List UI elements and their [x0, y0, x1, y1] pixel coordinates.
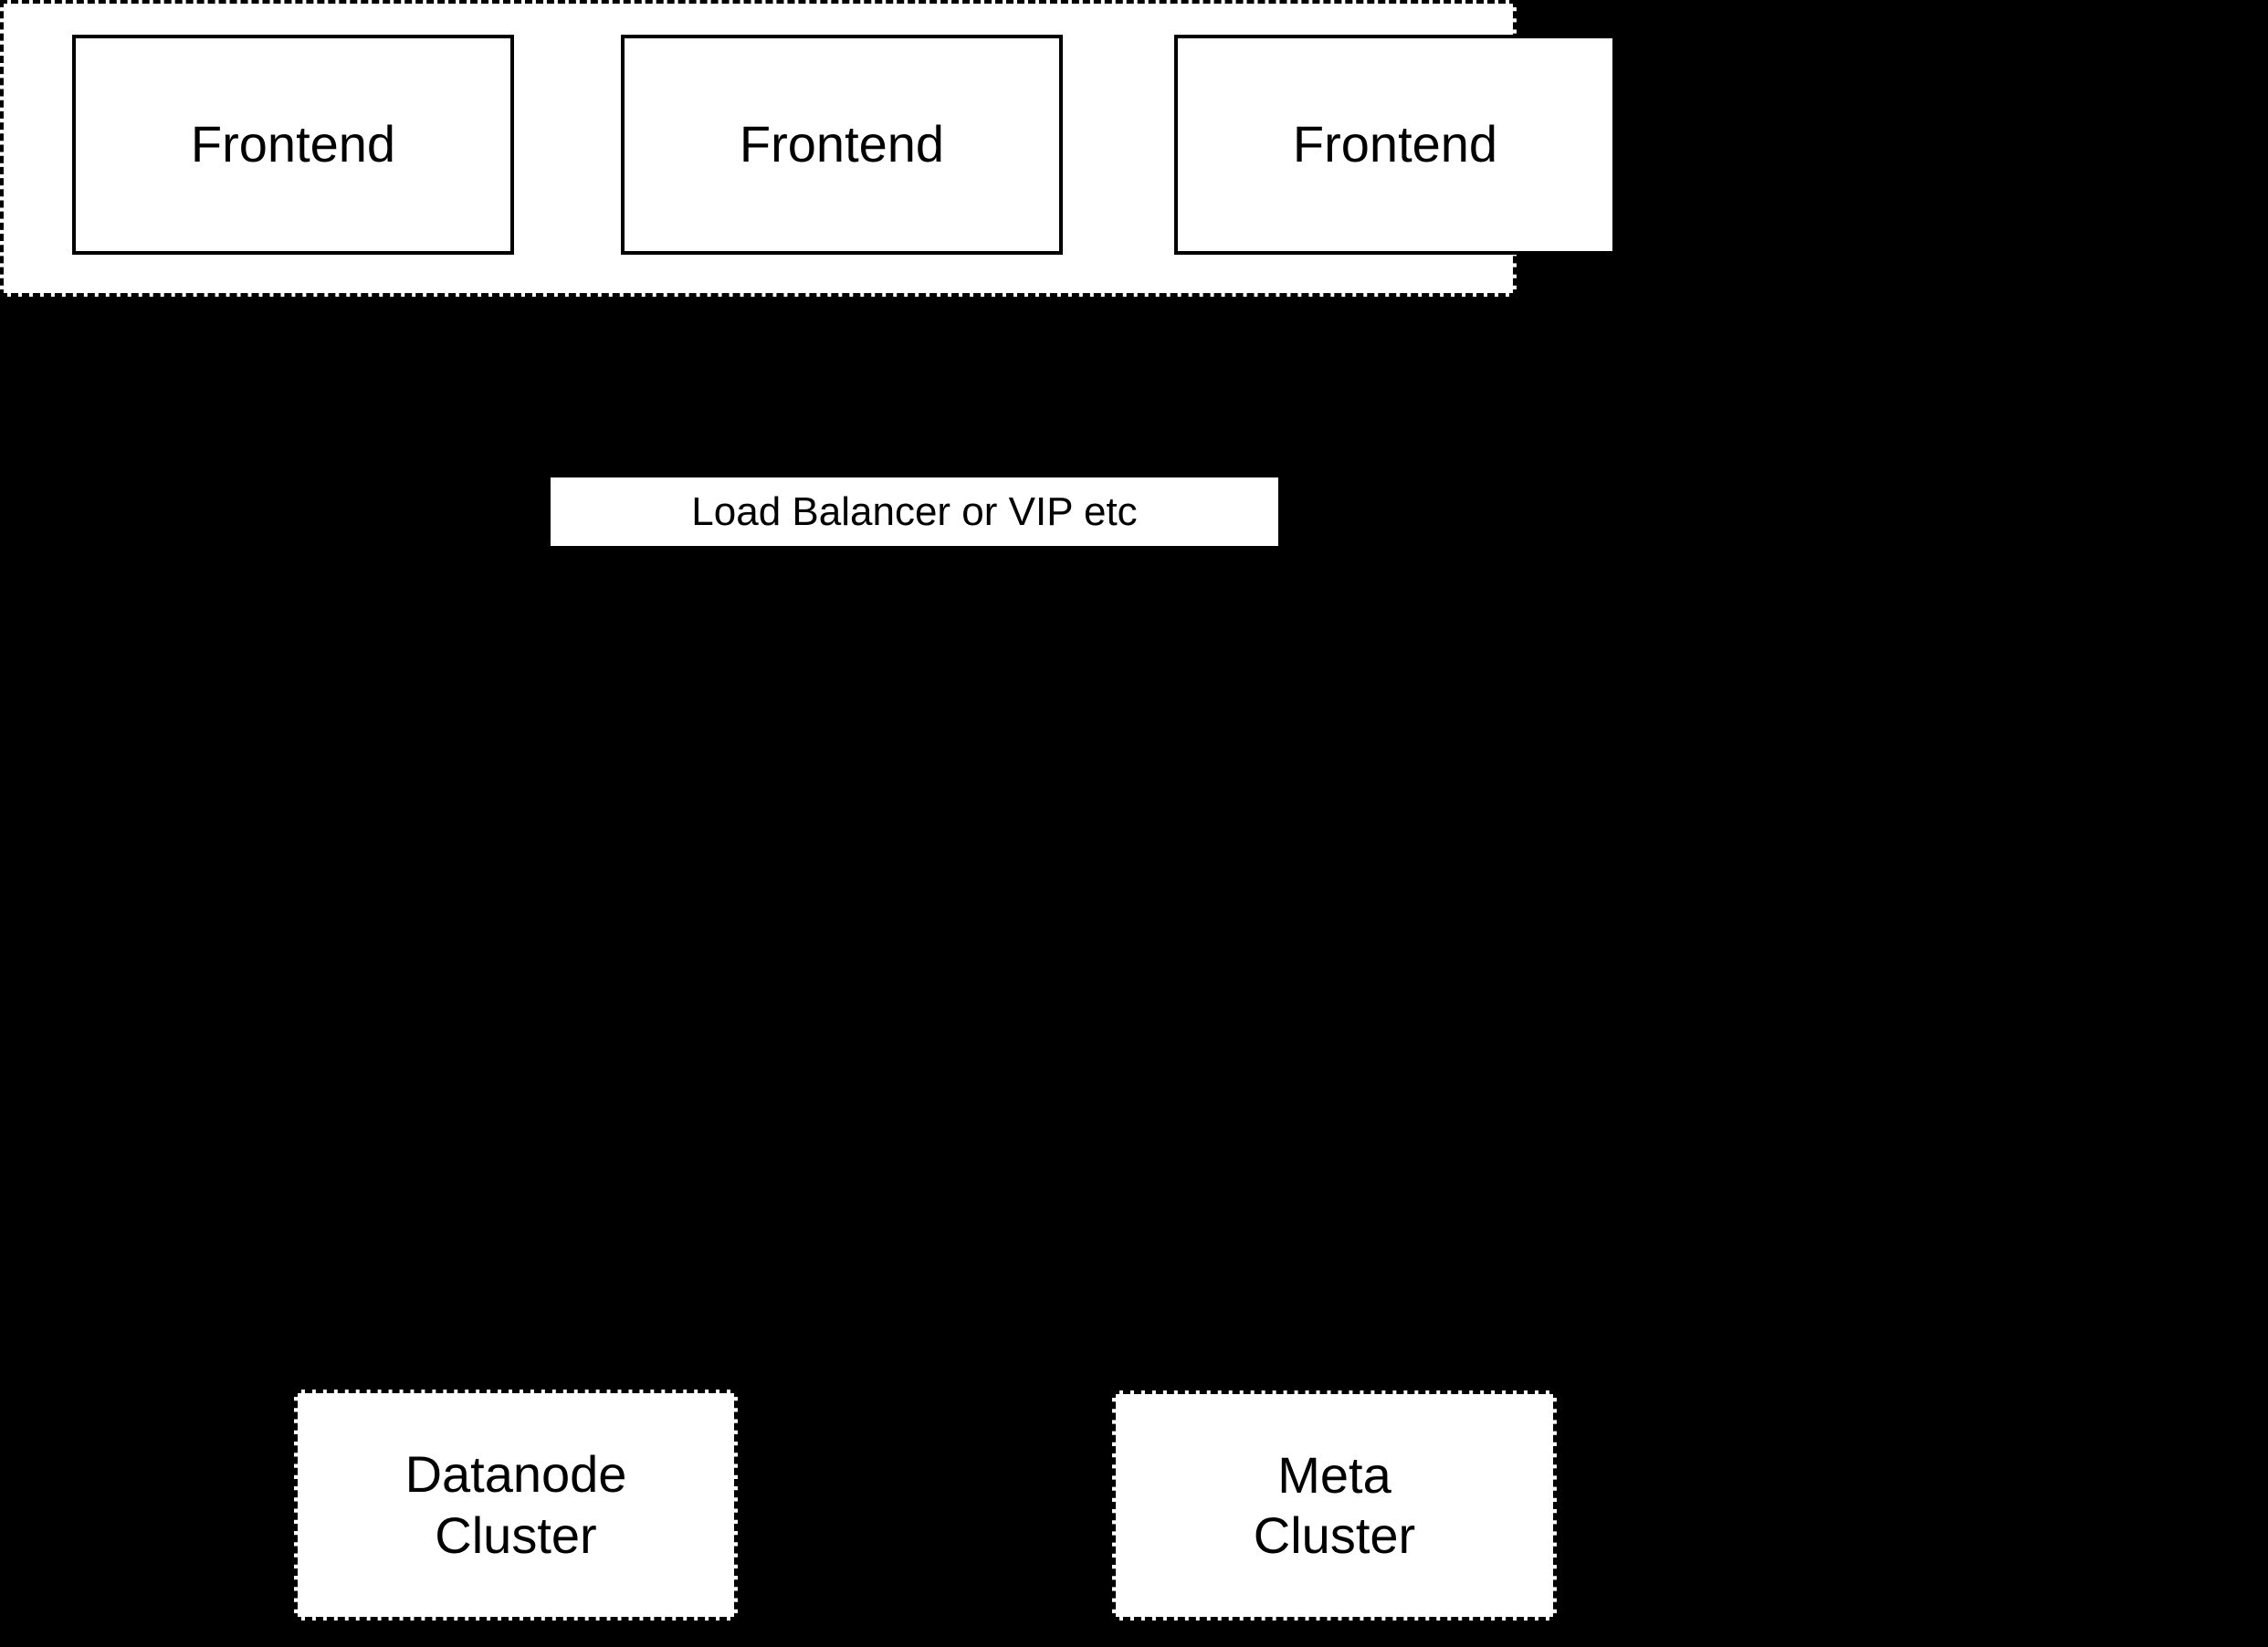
node-load-balancer[interactable]: Load Balancer or VIP etc: [551, 477, 1278, 546]
group-frontend-cluster[interactable]: Frontend Frontend Frontend: [0, 0, 1616, 297]
node-frontend-1-label: Frontend: [190, 115, 396, 173]
node-frontend-3-label: Frontend: [1292, 115, 1498, 173]
node-frontend-3[interactable]: Frontend: [1174, 35, 1616, 255]
node-load-balancer-label: Load Balancer or VIP etc: [691, 488, 1138, 534]
node-frontend-1[interactable]: Frontend: [72, 35, 514, 255]
node-meta-cluster-label: Meta Cluster: [1253, 1445, 1416, 1564]
node-frontend-2-label: Frontend: [739, 115, 945, 173]
node-frontend-2[interactable]: Frontend: [621, 35, 1063, 255]
node-datanode-cluster[interactable]: Datanode Cluster: [294, 1390, 738, 1621]
node-datanode-cluster-label: Datanode Cluster: [404, 1445, 627, 1564]
node-meta-cluster[interactable]: Meta Cluster: [1112, 1390, 1557, 1621]
